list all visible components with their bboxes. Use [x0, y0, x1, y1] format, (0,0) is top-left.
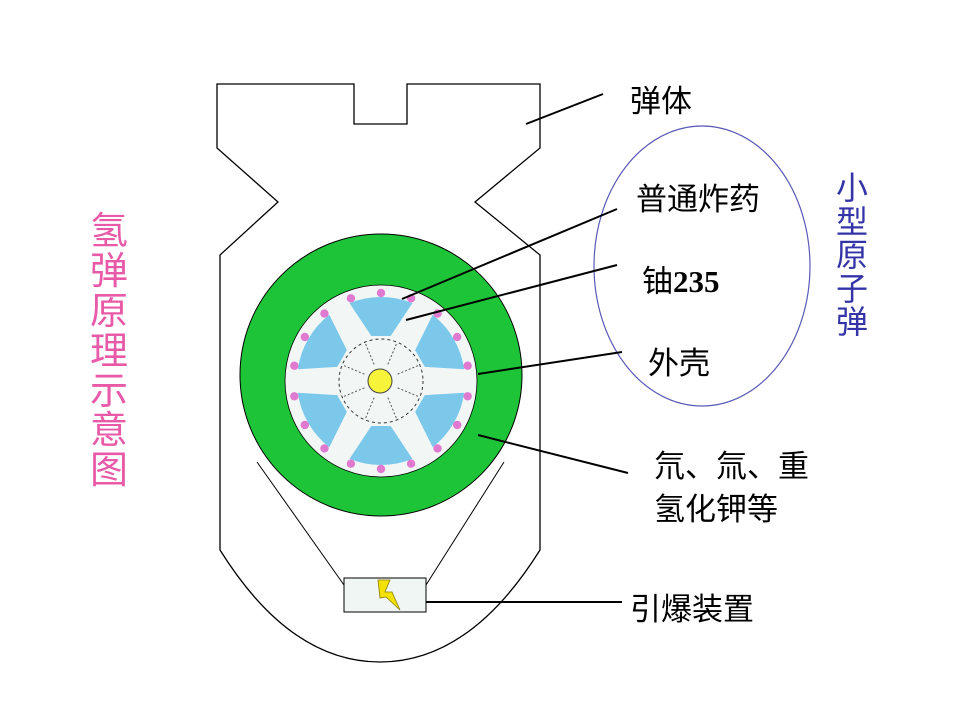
- label-uranium: 铀235: [642, 256, 720, 301]
- explosive-wedge: [415, 392, 465, 448]
- label-fuel-line1: 氘、氚、重: [654, 449, 809, 485]
- explosive-wedges: [297, 297, 465, 465]
- core: [367, 368, 393, 394]
- label-fuel-line2: 氢化钾等: [654, 492, 778, 528]
- inner-dashed-circle: [338, 338, 424, 424]
- label-casing: 外壳: [648, 346, 710, 382]
- uranium-dot: [300, 420, 309, 430]
- vertical-char: 意: [90, 408, 129, 453]
- label-shell: 弹体: [630, 84, 692, 120]
- lightning-icon: [377, 579, 401, 611]
- label-uranium-prefix: 铀: [642, 264, 673, 300]
- label-detonator: 引爆装置: [630, 592, 754, 628]
- uranium-dot: [433, 444, 442, 453]
- explosive-wedge: [297, 392, 347, 448]
- vertical-char: 氢: [90, 209, 129, 253]
- uranium-dot: [290, 361, 299, 370]
- uranium-dot: [453, 420, 462, 430]
- vertical-char: 小: [836, 169, 869, 207]
- vertical-char: 图: [90, 448, 129, 493]
- vertical-char: 型: [836, 202, 869, 241]
- leader-shell: [525, 93, 604, 125]
- uranium-dots: [290, 288, 472, 474]
- uranium-dot: [463, 392, 472, 401]
- uranium-dot: [376, 464, 386, 474]
- uranium-dot: [453, 332, 462, 342]
- leader-fuel: [477, 434, 629, 474]
- mini-bomb-ellipse: [593, 125, 811, 407]
- vertical-char: 示: [90, 368, 129, 413]
- diagram-title-vertical: 氢弹原理示意图: [90, 209, 129, 493]
- explosive-wedge: [349, 425, 413, 465]
- vertical-char: 原: [836, 236, 869, 275]
- label-explosive: 普通炸药: [636, 182, 760, 218]
- uranium-dot: [320, 444, 329, 453]
- vertical-char: 理: [90, 328, 129, 373]
- explosive-wedge: [349, 297, 413, 337]
- explosive-wedge: [415, 314, 465, 370]
- vertical-char: 弹: [90, 248, 129, 293]
- funnel-line-right: [425, 461, 505, 586]
- uranium-dot: [320, 309, 329, 318]
- uranium-dot: [406, 459, 416, 468]
- uranium-dot: [376, 288, 386, 298]
- explosive-wedge: [297, 314, 347, 370]
- leader-explosive: [401, 208, 618, 300]
- vertical-char: 弹: [836, 303, 869, 342]
- uranium-dot: [300, 332, 309, 342]
- vertical-char: 原: [90, 288, 129, 333]
- leader-casing: [477, 351, 623, 375]
- vertical-char: 子: [836, 269, 869, 308]
- label-uranium-number: 235: [673, 264, 720, 299]
- uranium-dot: [346, 294, 356, 303]
- mini-atomic-bomb-label-vertical: 小型原子弹: [836, 169, 869, 342]
- uranium-dot: [346, 459, 356, 468]
- uranium-dot: [463, 361, 472, 370]
- uranium-dot: [290, 392, 299, 401]
- funnel-line-left: [256, 461, 345, 586]
- leader-uranium: [405, 264, 618, 321]
